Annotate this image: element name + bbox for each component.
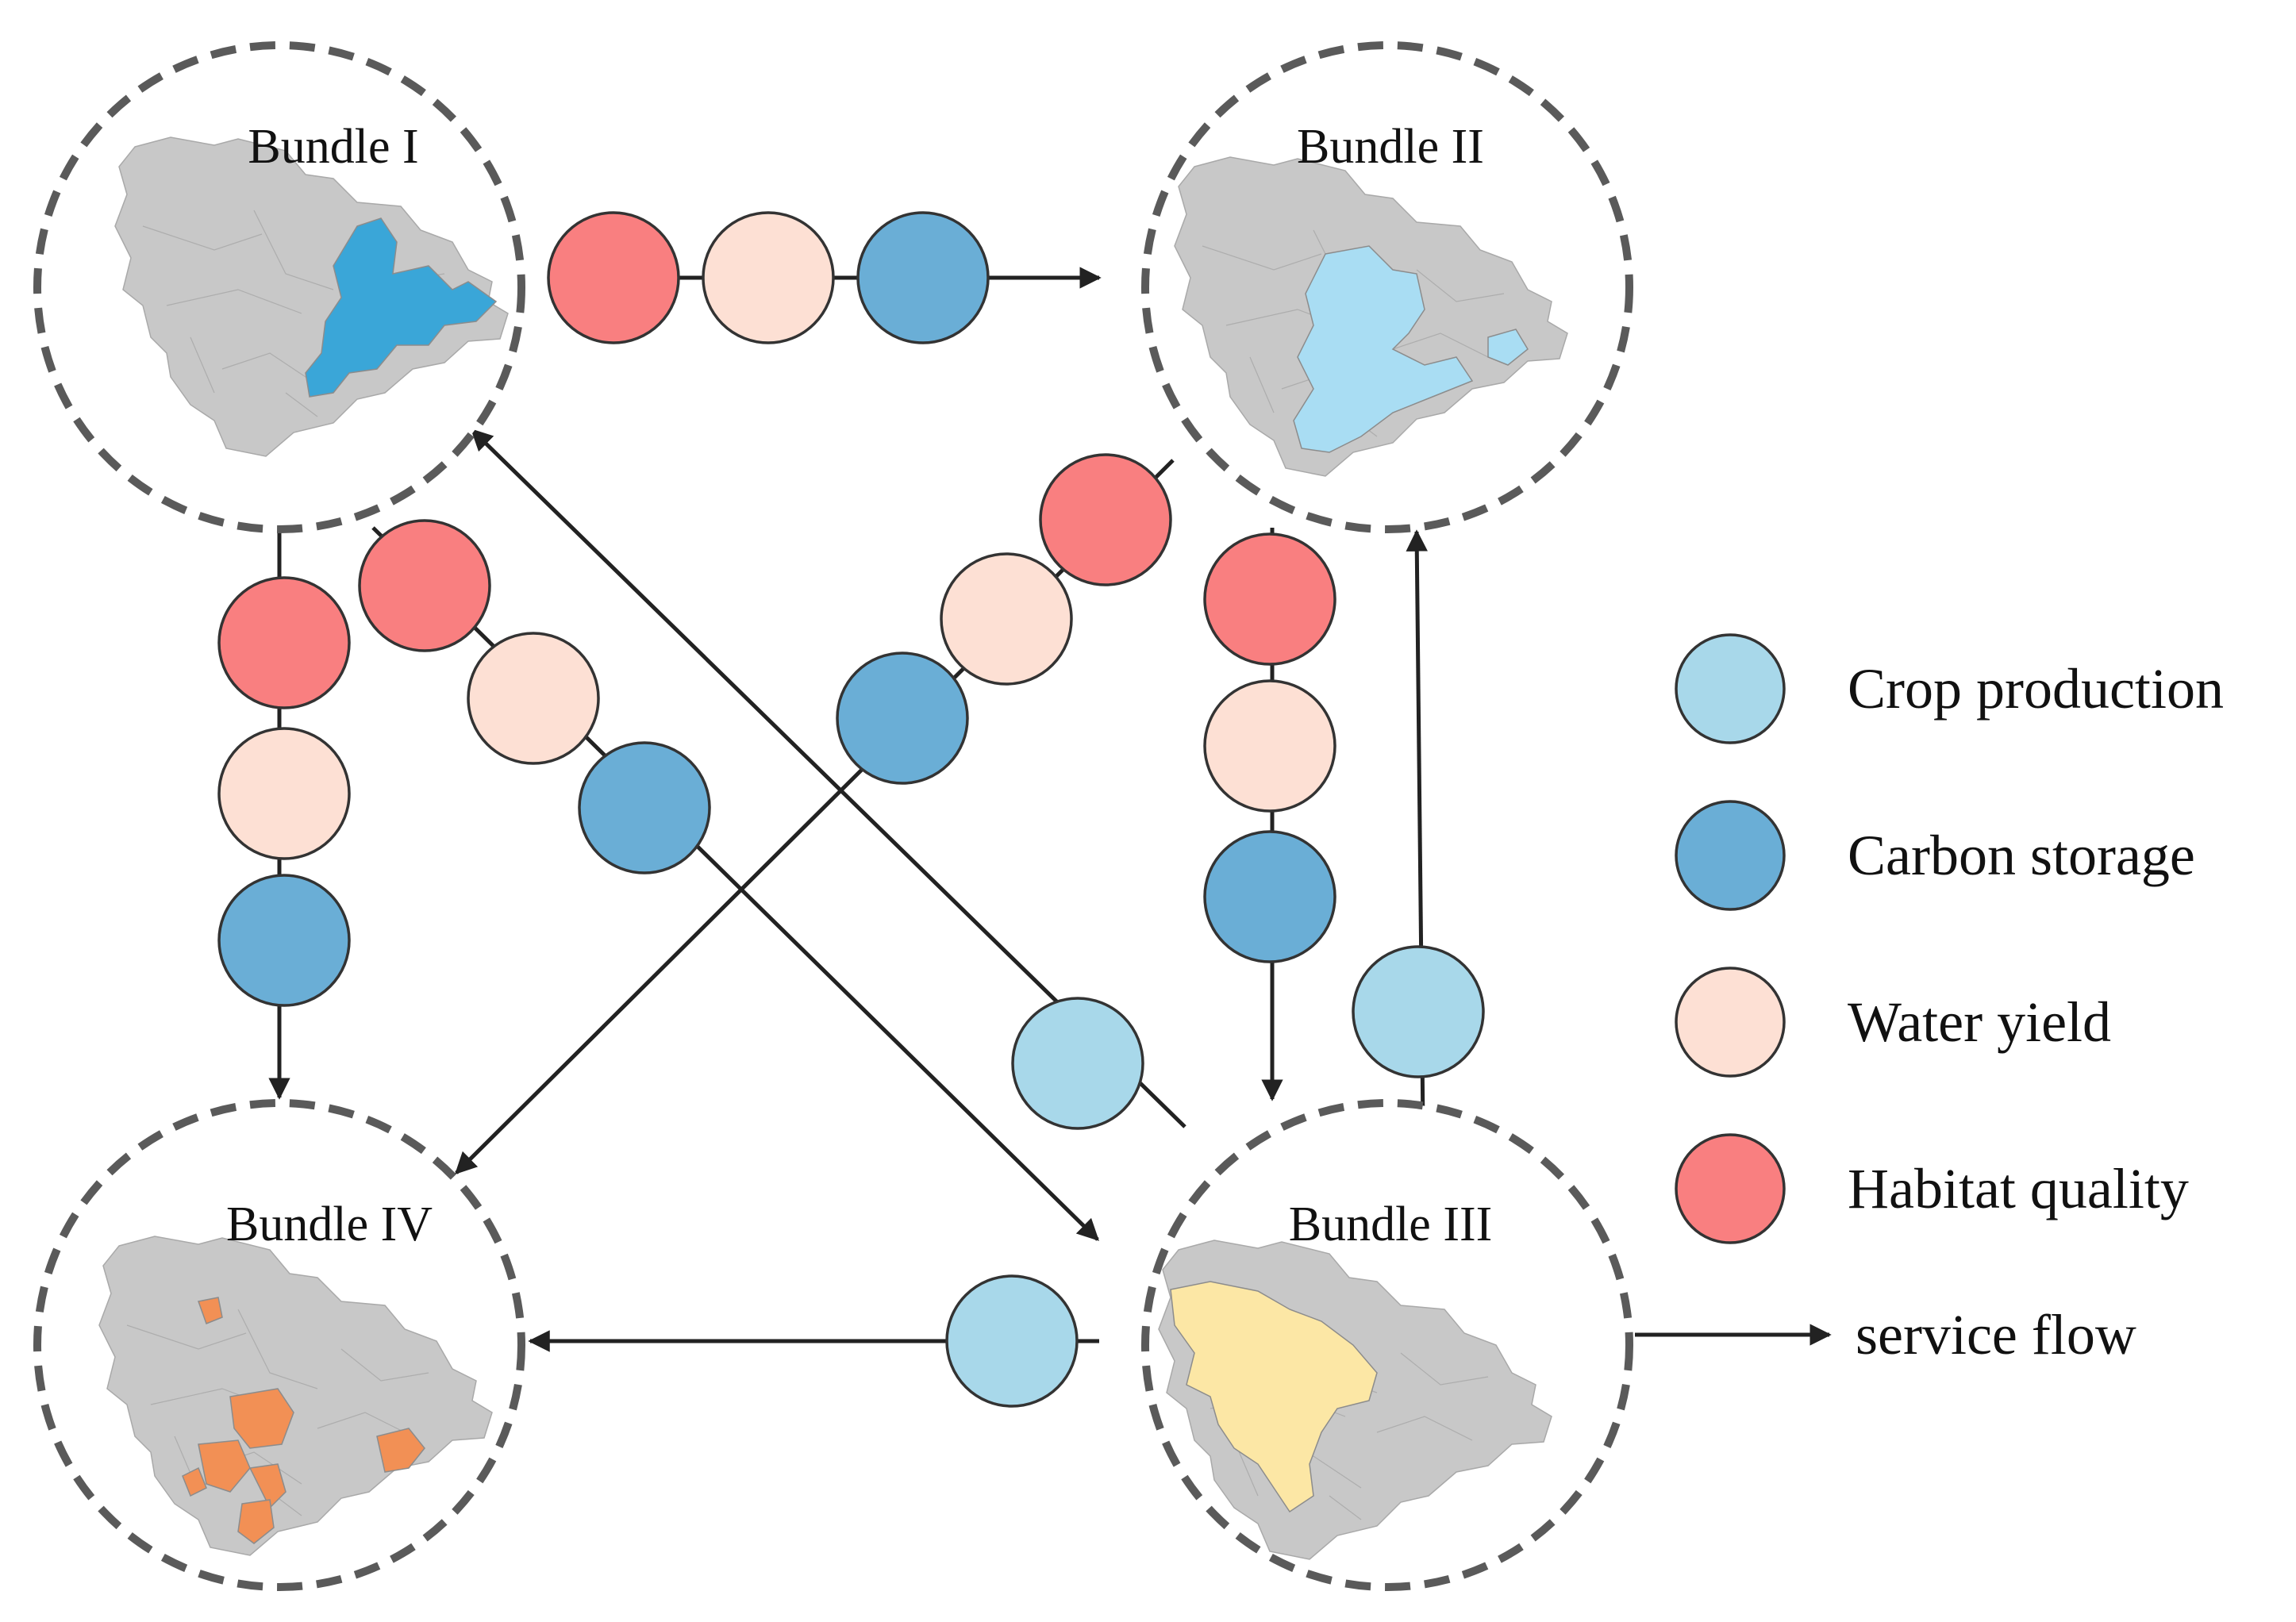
bundle-II: Bundle II	[1141, 41, 1633, 533]
legend-label: Carbon storage	[1848, 824, 2195, 887]
service-dots	[217, 211, 1485, 1408]
bundle-III: Bundle III	[1141, 1099, 1633, 1591]
service-dot-water-yield	[467, 632, 600, 765]
bundle-IV: Bundle IV	[33, 1099, 525, 1591]
bundle-label: Bundle I	[248, 120, 418, 174]
service-dot-crop-production	[1352, 945, 1485, 1078]
bundle-map-highlight	[182, 1466, 207, 1497]
service-dot-water-yield	[940, 552, 1073, 686]
bundles: Bundle I Bundle II Bundle III Bundle IV	[33, 41, 1633, 1591]
bundle-map	[114, 136, 509, 457]
legend-swatch-carbon-storage	[1675, 800, 1786, 911]
service-dot-carbon-storage	[836, 651, 969, 785]
legend-flow-label: service flow	[1856, 1303, 2136, 1366]
bundle-map-highlight	[1487, 329, 1529, 366]
service-dot-crop-production	[1011, 997, 1144, 1130]
legend-swatch-habitat-quality	[1675, 1133, 1786, 1244]
service-dot-water-yield	[702, 211, 835, 344]
bundle-label: Bundle IV	[226, 1197, 433, 1251]
service-dot-carbon-storage	[217, 874, 351, 1007]
service-dot-carbon-storage	[1203, 830, 1336, 963]
bundle-map-highlight	[376, 1428, 425, 1473]
legend-label: Water yield	[1848, 990, 2111, 1054]
bundle-map-highlight	[198, 1439, 251, 1493]
legend-label: Habitat quality	[1848, 1157, 2189, 1220]
bundle-map	[1174, 156, 1568, 477]
service-dot-carbon-storage	[578, 741, 711, 874]
legend-swatch-crop-production	[1675, 633, 1786, 744]
legend-label: Crop production	[1848, 657, 2224, 721]
service-dot-habitat-quality	[1039, 453, 1172, 586]
bundle-map	[98, 1236, 493, 1556]
bundle-map	[1158, 1240, 1552, 1560]
service-dot-habitat-quality	[358, 519, 491, 652]
bundle-map-highlight	[1293, 245, 1474, 453]
service-dot-water-yield	[1203, 679, 1336, 813]
bundle-map-highlight	[1170, 1281, 1378, 1513]
bundle-label: Bundle II	[1297, 120, 1484, 174]
service-dot-habitat-quality	[547, 211, 680, 344]
bundle-I: Bundle I	[33, 41, 525, 533]
service-dot-water-yield	[217, 727, 351, 860]
bundle-label: Bundle III	[1289, 1197, 1493, 1251]
legend-swatch-water-yield	[1675, 967, 1786, 1078]
bundle-map-highlight	[198, 1297, 223, 1324]
service-dot-habitat-quality	[217, 576, 351, 709]
bundle-map-highlight	[237, 1499, 275, 1544]
service-dot-habitat-quality	[1203, 532, 1336, 666]
bundle-map-highlight	[229, 1388, 294, 1449]
service-dot-carbon-storage	[856, 211, 990, 344]
service-dot-crop-production	[945, 1274, 1079, 1408]
bundle-map-highlight	[248, 1463, 287, 1509]
bundle-map-highlight	[305, 217, 498, 398]
